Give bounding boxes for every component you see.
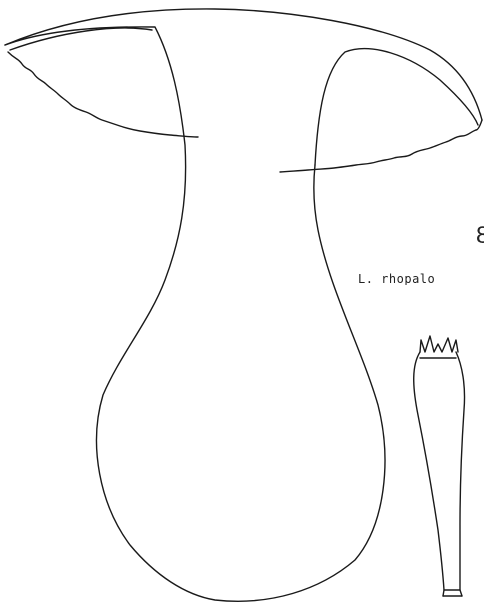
small-specimen-crown — [420, 336, 458, 352]
inner-rim — [10, 28, 152, 50]
right-flange-upper — [315, 49, 478, 165]
small-specimen-body — [414, 352, 465, 590]
figure-number: 8 — [476, 224, 484, 248]
species-label: L. rhopalo — [358, 273, 484, 285]
small-specimen-foot — [443, 590, 462, 596]
upper-rim — [5, 9, 482, 120]
right-flange-wavy-edge — [280, 130, 476, 172]
large-organ-outline — [5, 27, 385, 601]
